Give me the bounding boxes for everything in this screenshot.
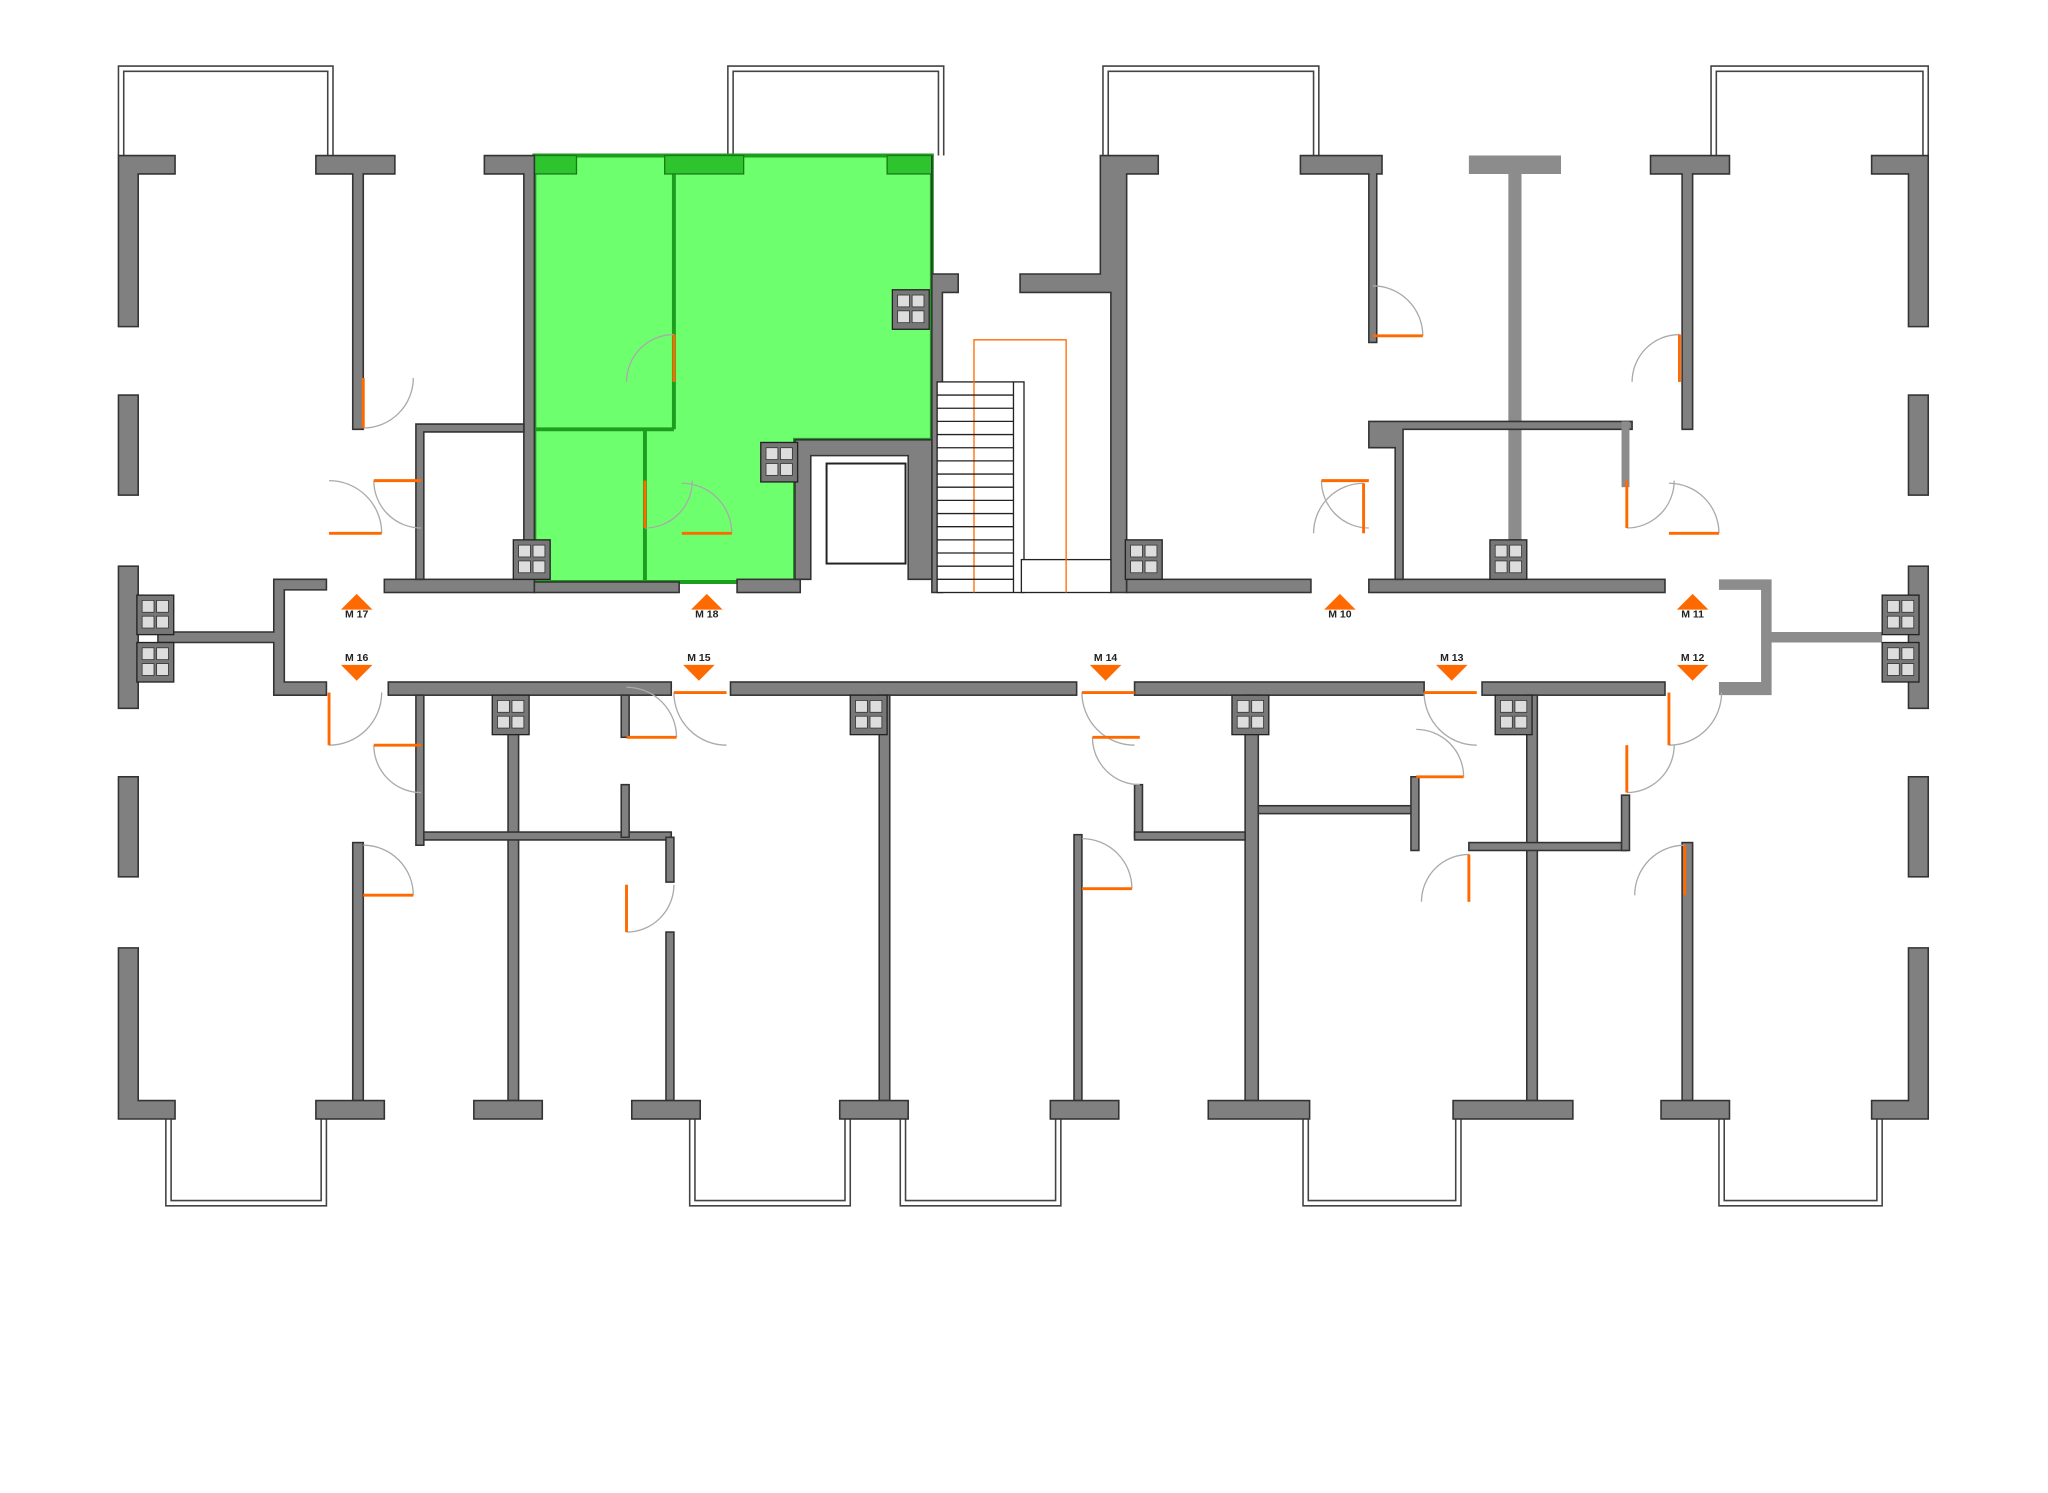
door-icon — [1416, 728, 1465, 779]
shaft-icon — [1231, 694, 1270, 736]
door-icon — [1081, 837, 1133, 891]
door-icon — [1091, 735, 1140, 786]
shaft-icon — [1124, 539, 1163, 581]
shaft-icon — [849, 694, 888, 736]
shaft-icon — [1881, 594, 1920, 636]
shaft-icon — [1881, 641, 1920, 683]
marker-label: M 10 — [1328, 609, 1352, 621]
door-icon — [625, 884, 675, 933]
door-icon — [673, 691, 727, 746]
arrow-down-icon — [1676, 664, 1709, 681]
arrow-up-icon — [1676, 593, 1709, 610]
door-icon — [1320, 479, 1369, 529]
arrow-down-icon — [340, 664, 373, 681]
shaft-icon — [136, 594, 175, 636]
shaft-icon — [1494, 694, 1533, 736]
unit-marker-m13[interactable]: M 13 — [1435, 652, 1468, 681]
door-icon — [643, 480, 693, 529]
marker-label: M 12 — [1681, 652, 1705, 664]
door-icon — [373, 743, 422, 794]
arrow-down-icon — [683, 664, 715, 681]
shaft-icon — [136, 641, 175, 683]
door-icon — [1667, 692, 1723, 746]
unit-marker-m11[interactable]: M 11 — [1676, 593, 1709, 621]
shaft-icon — [491, 694, 530, 736]
door-icon — [1631, 333, 1681, 382]
door-icon — [373, 479, 422, 529]
door-icon — [1081, 691, 1135, 746]
door-icon — [1625, 480, 1675, 529]
unit-marker-m16[interactable]: M 16 — [340, 652, 373, 681]
unit-markers: M 17 M 18 M 10 M 11 M 16 M 15 M 14 M 13 M 12 — [340, 593, 1709, 681]
unit-marker-m12[interactable]: M 12 — [1676, 652, 1709, 681]
unit-marker-m17[interactable]: M 17 — [340, 593, 373, 621]
door-icon — [1668, 482, 1720, 535]
shaft-icon — [1489, 539, 1528, 581]
door-icon — [1634, 844, 1687, 896]
shaft-icon — [512, 539, 551, 581]
doors — [327, 285, 1723, 933]
door-icon — [1372, 285, 1424, 338]
door-icon — [361, 377, 414, 429]
unit-marker-m14[interactable]: M 14 — [1089, 652, 1122, 681]
door-icon — [363, 844, 414, 897]
shaft-icon — [891, 289, 930, 330]
arrow-down-icon — [1089, 664, 1122, 681]
balconies — [117, 65, 1930, 1207]
door-icon — [1625, 745, 1675, 794]
marker-label: M 13 — [1440, 652, 1464, 664]
marker-label: M 14 — [1094, 652, 1118, 664]
arrow-down-icon — [1435, 664, 1468, 681]
door-icon — [327, 692, 383, 746]
door-icon — [1420, 853, 1471, 902]
door-icon — [1312, 482, 1366, 534]
door-icon — [329, 479, 383, 535]
door-icon — [681, 482, 733, 535]
marker-label: M 17 — [345, 609, 369, 621]
arrow-up-icon — [340, 593, 373, 610]
door-icon — [625, 333, 676, 382]
arrow-up-icon — [1324, 593, 1356, 610]
walls — [117, 154, 1930, 1120]
unit-marker-m18[interactable]: M 18 — [691, 593, 723, 621]
marker-label: M 11 — [1681, 609, 1704, 621]
unit-marker-m15[interactable]: M 15 — [683, 652, 715, 681]
unit-marker-m10[interactable]: M 10 — [1324, 593, 1356, 621]
marker-label: M 16 — [345, 652, 369, 664]
door-icon — [1423, 691, 1477, 746]
marker-label: M 15 — [687, 652, 711, 664]
shaft-icon — [760, 441, 799, 483]
staircase — [936, 339, 1112, 594]
door-icon — [626, 686, 678, 739]
service-shafts — [136, 289, 1920, 736]
arrow-up-icon — [691, 593, 723, 610]
marker-label: M 18 — [695, 609, 719, 621]
